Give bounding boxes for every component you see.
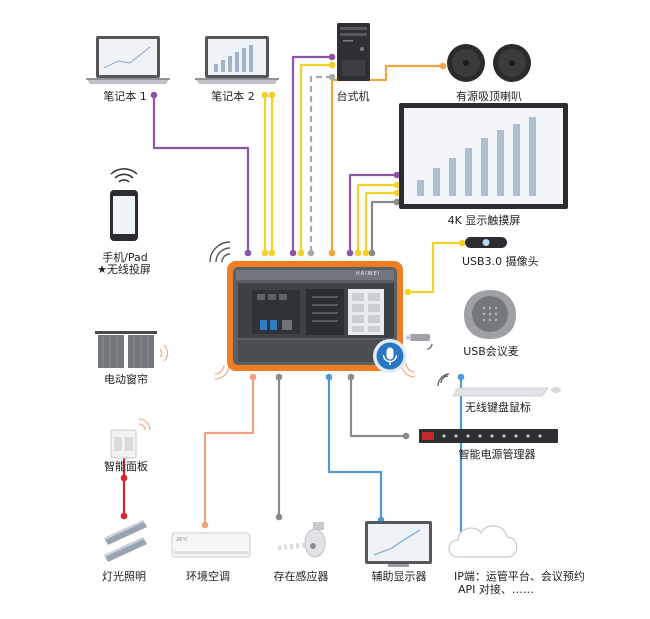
dot-hub-top-9 <box>354 249 362 257</box>
dot-hub-top-2 <box>261 249 269 257</box>
light-bar-icon <box>104 520 147 562</box>
link-desktop-purple <box>291 55 332 253</box>
laptop-chart-icon <box>195 36 279 84</box>
aux-label: 辅助显示器 <box>371 570 427 583</box>
dot-hub-top-7 <box>328 249 336 257</box>
dot-hub-top-1 <box>244 249 252 257</box>
dot-display-yellow-a <box>393 181 401 189</box>
hub-brand-label: HAIWEI <box>356 271 381 277</box>
dot-lights <box>120 512 128 520</box>
ac-label: 环境空调 <box>186 570 230 583</box>
ac-temp-readout: 26℃ <box>176 537 188 543</box>
dot-hub-sensor <box>275 373 283 381</box>
central-hub-device <box>209 241 433 380</box>
dot-camera <box>458 239 466 247</box>
dot-desktop-gray <box>328 73 336 81</box>
lights-label: 灯光照明 <box>102 570 146 583</box>
dot-display-yellow-b <box>393 189 401 197</box>
aux-monitor-icon <box>365 521 432 567</box>
dot-panel <box>120 474 128 482</box>
dot-hub-ip <box>457 373 465 381</box>
power-manager-icon <box>419 429 558 443</box>
laptop2-label: 笔记本 2 <box>211 90 255 103</box>
smart-panel-icon <box>110 418 151 459</box>
dot-hub-top-11 <box>368 249 376 257</box>
dot-hub-camera <box>404 288 412 296</box>
ip-label-line1: IP端：运管平台、会议预约 <box>454 570 585 583</box>
power-label: 智能电源管理器 <box>458 448 536 461</box>
desktop-tower-icon <box>337 23 370 81</box>
link-display-yellow-b <box>364 191 397 253</box>
dot-desktop-purple <box>328 53 336 61</box>
dot-hub-top-8 <box>346 249 354 257</box>
smartphone-icon <box>110 168 138 241</box>
link-camera <box>408 241 462 294</box>
dot-hub-top-4 <box>289 249 297 257</box>
link-aux <box>327 377 383 520</box>
curtain-label: 电动窗帘 <box>104 373 148 386</box>
link-speakers <box>330 64 443 253</box>
panel-label: 智能面板 <box>104 460 148 473</box>
speakers-label: 有源吸顶喇叭 <box>456 90 522 103</box>
dot-hub-ac <box>249 373 257 381</box>
phone-label-line2: ★无线投屏 <box>97 263 151 276</box>
link-desktop-yellow <box>299 63 332 253</box>
link-power <box>349 377 406 438</box>
curtain-icon <box>95 331 168 368</box>
dot-hub-top-3 <box>268 249 276 257</box>
dot-laptop2-b <box>268 91 276 99</box>
dot-display-purple <box>393 171 401 179</box>
dot-laptop1 <box>150 91 158 99</box>
phone-label-line1: 手机/Pad <box>102 251 148 264</box>
dot-laptop2-a <box>261 91 269 99</box>
link-display-purple <box>348 173 397 253</box>
laptop1-label: 笔记本 1 <box>103 90 147 103</box>
dot-display-gray <box>393 198 401 206</box>
cloud-icon <box>448 525 518 558</box>
dot-speakers <box>439 62 447 70</box>
dot-desktop-yellow <box>328 61 336 69</box>
touch-display-icon <box>399 103 568 209</box>
usb-camera-icon <box>465 237 507 248</box>
dot-sensor <box>275 513 283 521</box>
laptop-icon <box>86 36 170 84</box>
ceiling-speaker-icon <box>447 44 531 82</box>
link-display-gray <box>370 200 397 253</box>
dot-hub-top-5 <box>297 249 305 257</box>
presence-sensor-icon <box>277 522 326 558</box>
display4k-label: 4K 显示触摸屏 <box>447 214 521 227</box>
air-conditioner-icon <box>171 532 251 558</box>
link-desktop-gray <box>309 75 332 253</box>
dot-hub-power <box>347 373 355 381</box>
keyboard-label: 无线键盘鼠标 <box>465 401 531 414</box>
dot-hub-aux <box>325 373 333 381</box>
dot-ac <box>201 521 209 529</box>
sensor-label: 存在感应器 <box>273 570 329 583</box>
wireless-keyboard-icon <box>437 373 561 397</box>
dot-hub-top-6 <box>307 249 315 257</box>
dot-hub-top-10 <box>362 249 370 257</box>
link-ac <box>203 377 255 525</box>
link-display-yellow-a <box>356 183 397 253</box>
usbmic-label: USB会议麦 <box>463 345 519 358</box>
camera-label: USB3.0 摄像头 <box>462 255 539 268</box>
desktop-label: 台式机 <box>336 90 370 103</box>
conference-mic-icon <box>464 290 516 339</box>
link-laptop1 <box>152 95 250 253</box>
ip-label-line2: API 对接、…… <box>458 583 534 596</box>
dot-power <box>402 432 410 440</box>
